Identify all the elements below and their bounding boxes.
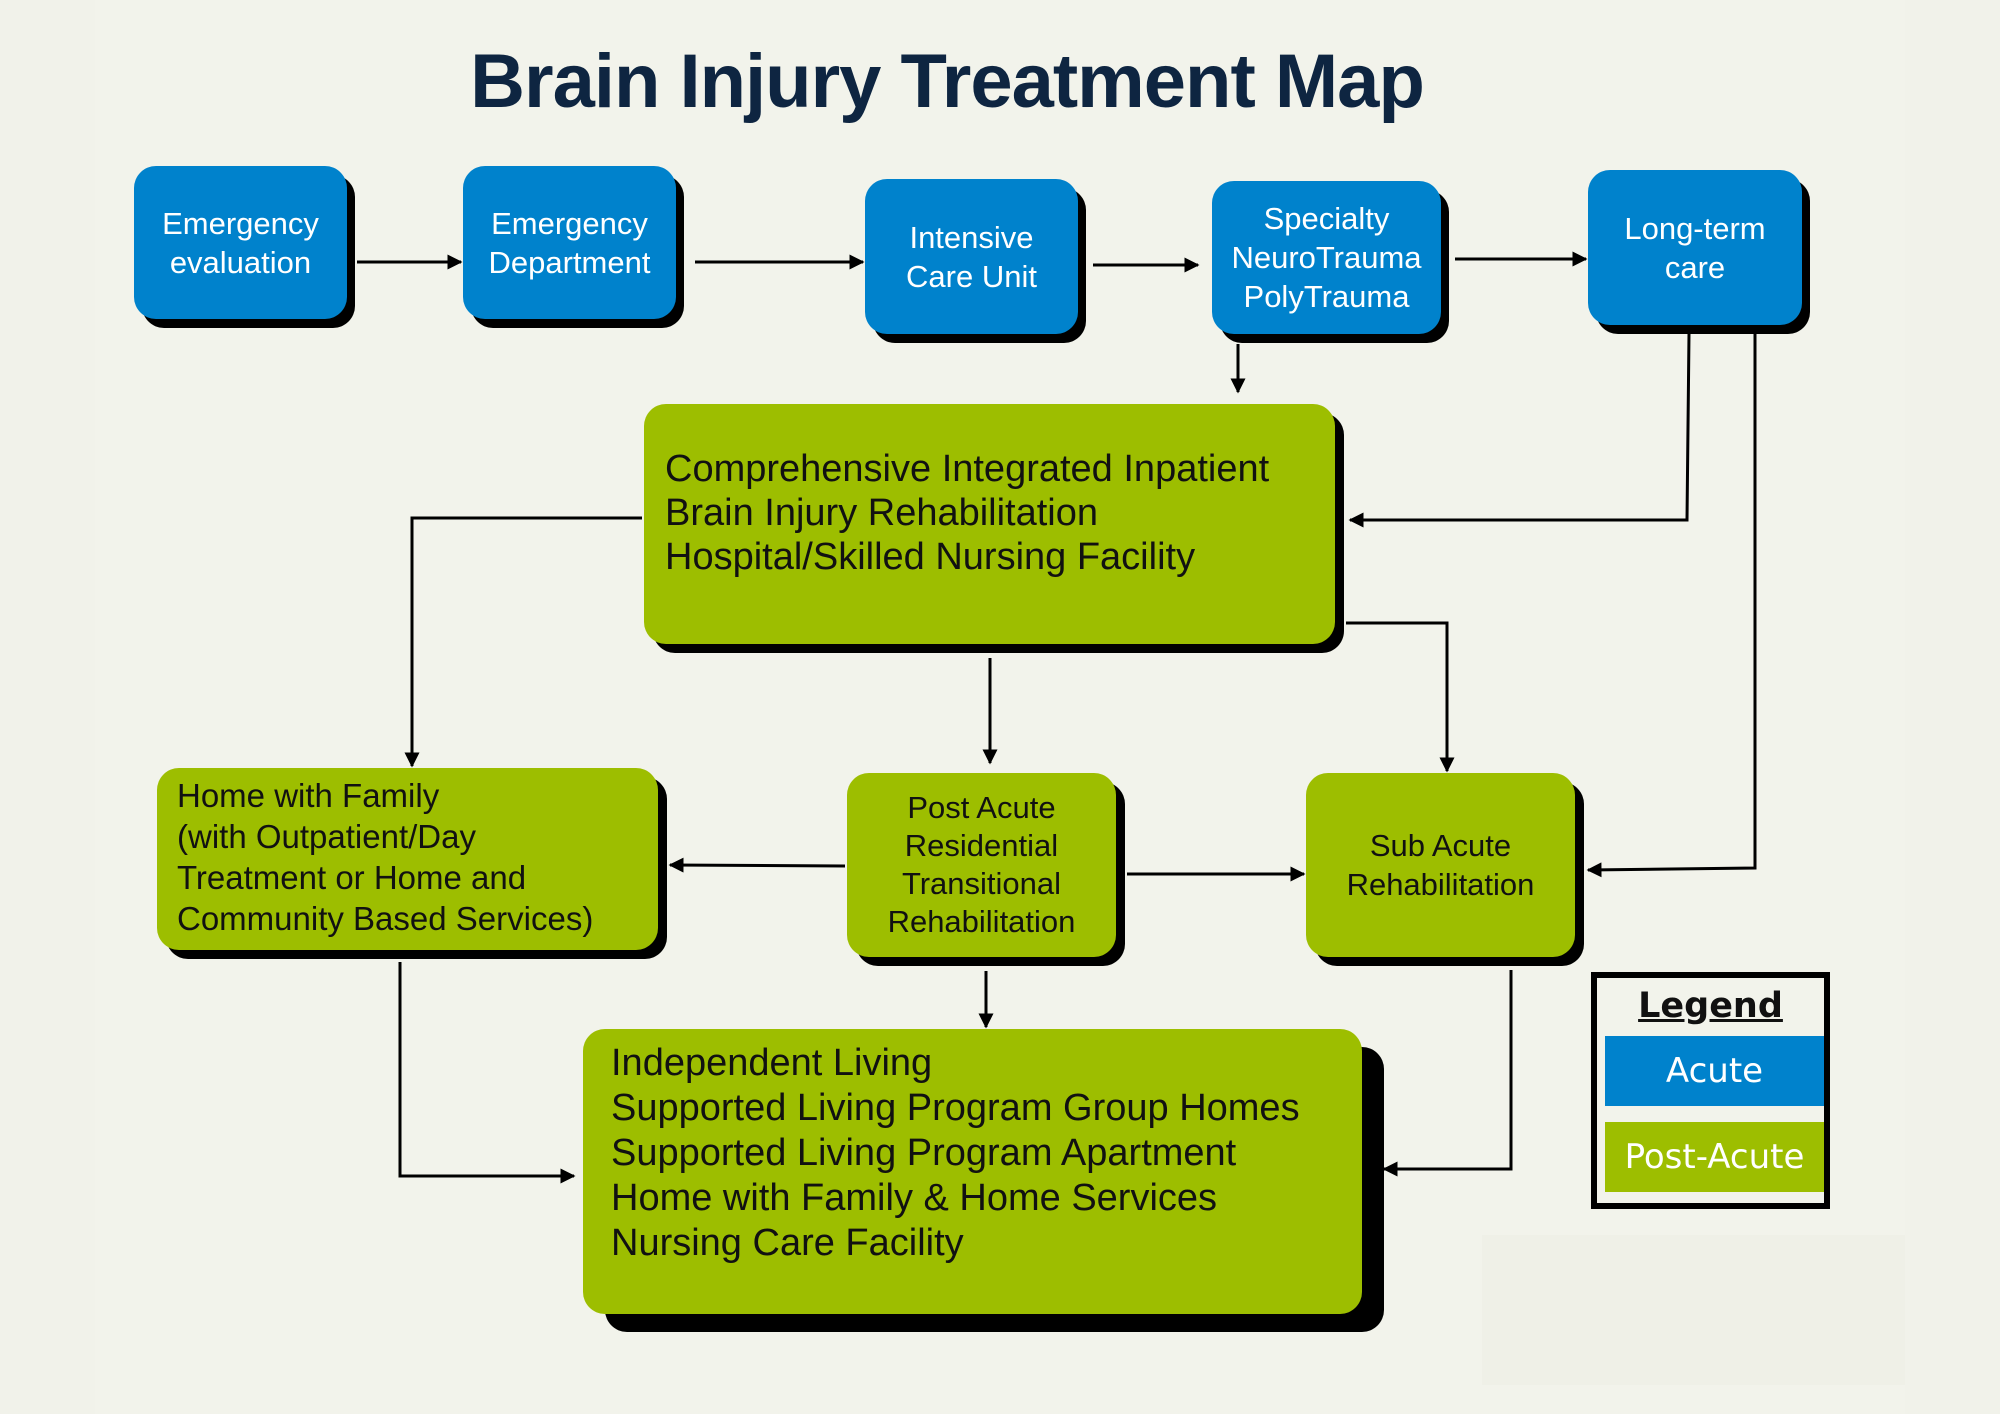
legend-item-post-acute: Post-Acute — [1605, 1122, 1824, 1192]
edge-home-to-living — [398, 962, 576, 1184]
node-label: Emergency evaluation — [162, 205, 319, 280]
node-long-term-care[interactable]: Long-term care — [1588, 170, 1802, 325]
node-label: Emergency Department — [488, 205, 651, 280]
page-title: Brain Injury Treatment Map — [0, 38, 2000, 125]
node-label: Long-term care — [1624, 210, 1766, 285]
edge-comprehensive-to-subacute — [1346, 621, 1455, 773]
legend: Legend Acute Post-Acute — [1591, 972, 1830, 1209]
edge-longterm-to-comprehensive — [1348, 333, 1691, 528]
legend-title: Legend — [1638, 986, 1783, 1026]
node-community-living[interactable]: Independent Living Supported Living Prog… — [583, 1029, 1362, 1314]
node-specialty-neurotrauma[interactable]: Specialty NeuroTrauma PolyTrauma — [1212, 181, 1441, 334]
node-post-acute-residential[interactable]: Post Acute Residential Transitional Reha… — [847, 773, 1116, 957]
node-label: Comprehensive Integrated Inpatient Brain… — [665, 448, 1270, 578]
node-label: Intensive Care Unit — [906, 219, 1037, 294]
legend-label: Post-Acute — [1624, 1137, 1805, 1177]
edge-subacute-to-living — [1382, 970, 1513, 1177]
node-comprehensive-inpatient-rehab[interactable]: Comprehensive Integrated Inpatient Brain… — [644, 404, 1335, 644]
edge-postacute-to-home — [668, 857, 846, 873]
node-label: Sub Acute Rehabilitation — [1346, 828, 1535, 902]
node-intensive-care-unit[interactable]: Intensive Care Unit — [865, 179, 1078, 334]
node-sub-acute-rehab[interactable]: Sub Acute Rehabilitation — [1306, 773, 1575, 957]
node-label: Independent Living Supported Living Prog… — [611, 1042, 1300, 1264]
legend-item-acute: Acute — [1605, 1036, 1824, 1106]
node-label: Home with Family (with Outpatient/Day Tr… — [177, 777, 594, 937]
faint-panel — [1482, 1235, 1905, 1385]
legend-label: Acute — [1665, 1051, 1764, 1091]
node-emergency-evaluation[interactable]: Emergency evaluation — [134, 166, 347, 319]
title-text: Brain Injury Treatment Map — [470, 39, 1425, 124]
node-label: Post Acute Residential Transitional Reha… — [887, 790, 1076, 939]
node-emergency-department[interactable]: Emergency Department — [463, 166, 676, 319]
edge-longterm-to-subacute — [1586, 334, 1757, 878]
edge-comprehensive-to-home — [404, 516, 642, 768]
node-home-with-family[interactable]: Home with Family (with Outpatient/Day Tr… — [157, 768, 658, 950]
node-label: Specialty NeuroTrauma PolyTrauma — [1231, 201, 1422, 314]
